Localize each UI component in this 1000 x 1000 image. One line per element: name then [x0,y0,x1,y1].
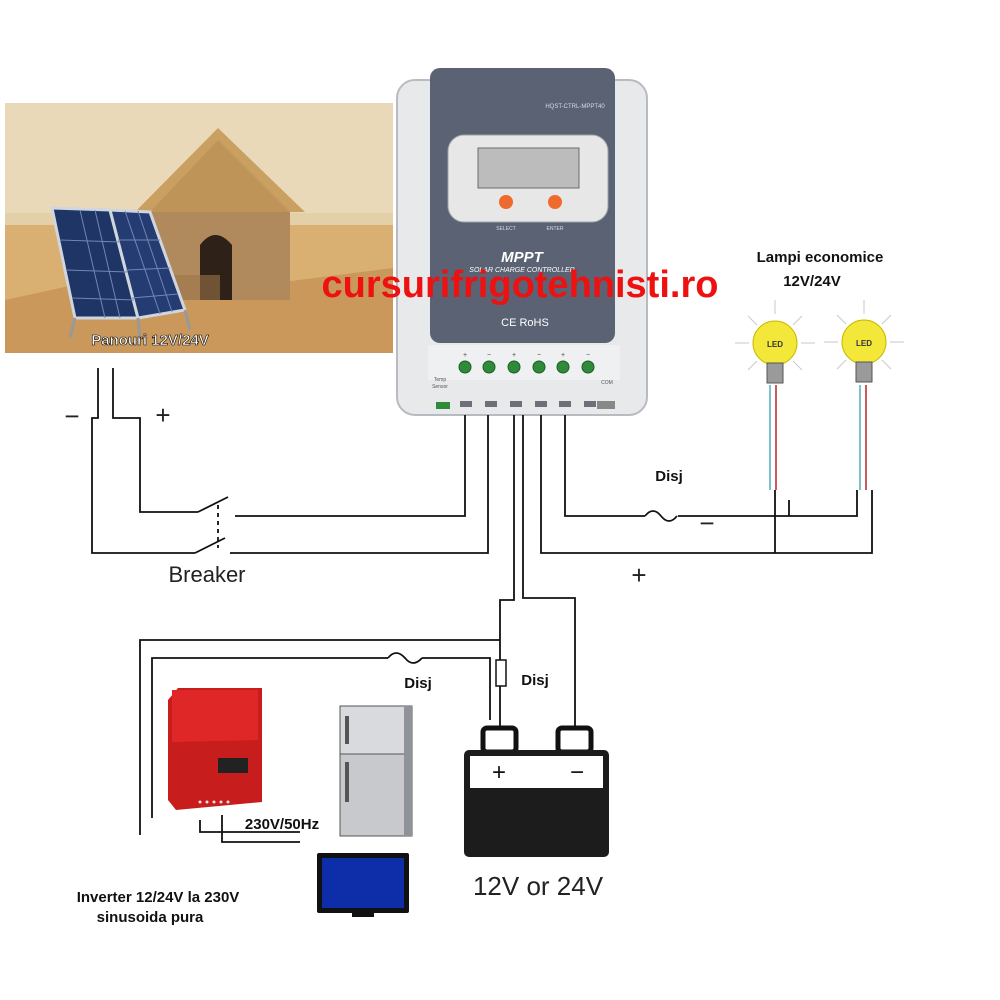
breaker-label: Breaker [168,562,245,587]
controller-brand: MPPT [501,249,545,266]
fuse-battery-label: Disj [521,672,549,689]
load-minus-label: − [699,508,714,538]
com-label: COM [601,380,613,386]
panels-label: Panouri 12V/24V [91,332,209,349]
mppt-controller: HQST-CTRL-MPPT40 SELECT ENTER MPPT SOLAR… [396,68,648,416]
temp-sensor-port[interactable] [436,402,450,409]
fuse-inverter-label: Disj [404,675,432,692]
panel-plus-label: + [155,400,170,430]
fuse-battery [495,659,507,687]
solar-panels-photo: Panouri 12V/24V [5,103,393,353]
lcd-screen [477,147,580,189]
inverter [168,688,262,810]
com-port[interactable] [597,401,615,409]
pv-panels [50,206,192,339]
load-minus-terminal[interactable] [581,360,595,374]
pv-plus-terminal[interactable] [458,360,472,374]
lamp-leads [769,385,867,490]
terminal-sign: + [463,352,467,359]
watermark-text: cursurifrigotehnisti.ro [322,264,719,306]
wiring [91,368,873,843]
battery: + − [464,725,609,857]
fuse-load-label: Disj [655,468,683,485]
led-lamp-2: LED [824,300,904,383]
fuse-load [644,510,678,522]
controller-subtitle: SOLAR CHARGE CONTROLLER [469,267,574,274]
controller-cert: CE RoHS [501,317,549,329]
battery-plus-terminal[interactable] [507,360,521,374]
battery-voltage-label: 12V or 24V [473,871,604,901]
lamps-voltage-label: 12V/24V [783,273,841,290]
inverter-sublabel: sinusoida pura [97,909,204,926]
enter-label: ENTER [547,226,564,232]
battery-minus-terminal[interactable] [532,360,546,374]
battery-plus-sign: + [492,759,506,786]
battery-minus-sign: − [570,759,584,786]
fuse-inverter [387,652,423,664]
led-lamp-1: LED [735,300,815,384]
inverter-display [218,758,248,773]
led-label: LED [856,339,872,348]
panel-minus-label: − [64,401,79,431]
terminal-sign: + [561,352,565,359]
pv-minus-terminal[interactable] [482,360,496,374]
load-plus-terminal[interactable] [556,360,570,374]
ac-output-label: 230V/50Hz [245,816,319,833]
terminal-sign: − [537,352,541,359]
select-label: SELECT [496,226,515,232]
lamps-label: Lampi economice [757,249,884,266]
terminal-sign: + [512,352,516,359]
temp-sensor-label-2: Sensor [432,384,448,390]
terminal-sign: − [487,352,491,359]
terminal-row: + − + − + − [458,352,595,374]
enter-button[interactable] [548,195,562,209]
inverter-label: Inverter 12/24V la 230V [77,889,240,906]
terminal-sign: − [586,352,590,359]
temp-sensor-label: Temp [434,377,446,383]
refrigerator [339,705,413,837]
controller-model: HQST-CTRL-MPPT40 [545,104,605,110]
led-label: LED [767,340,783,349]
select-button[interactable] [499,195,513,209]
load-plus-label: + [631,560,646,590]
television [317,853,409,917]
